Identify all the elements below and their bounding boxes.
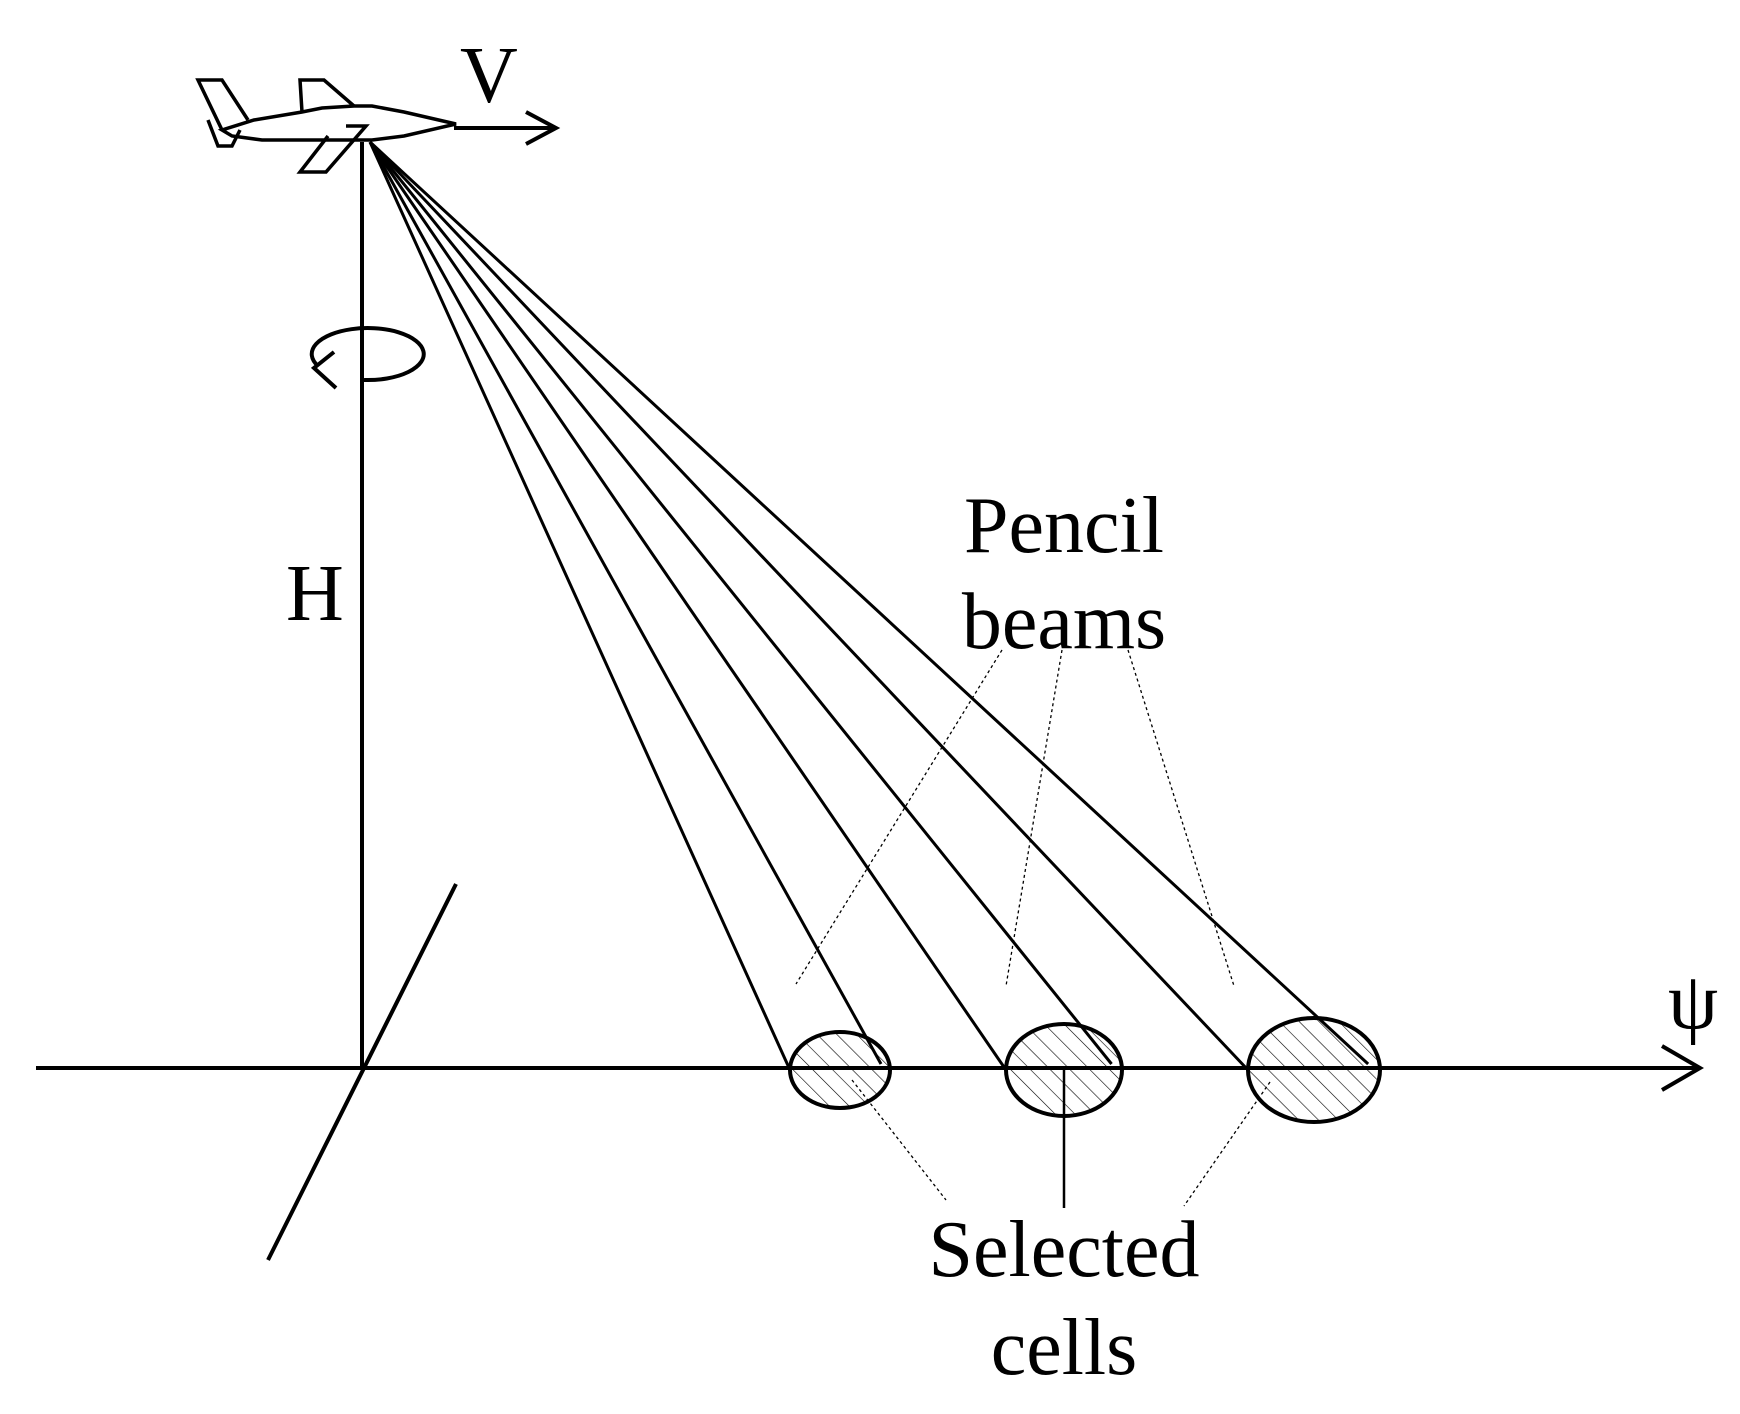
selected-cells	[788, 1016, 1382, 1124]
pencil-beam-line-2	[368, 141, 883, 1065]
selected-cells-label-line-2: cells	[991, 1304, 1138, 1392]
pencil-beams-label-line-1: Pencil	[964, 482, 1164, 570]
selected-cell-3	[1246, 1016, 1382, 1124]
pencil-beam-line-6	[368, 140, 1370, 1066]
selected-cells-leader-1	[851, 1079, 947, 1201]
velocity-arrow	[454, 110, 561, 146]
height-label: H	[286, 550, 344, 638]
pencil-beam-line-3	[368, 141, 1008, 1071]
aircraft-icon	[195, 78, 457, 174]
pencil-beams-label-line-2: beams	[962, 578, 1166, 666]
selected-cell-1	[788, 1030, 892, 1110]
selected-cells-label-line-1: Selected	[929, 1206, 1200, 1294]
velocity-label: V	[460, 32, 518, 120]
pencil-beams-leader-3	[1127, 649, 1235, 987]
ground-axis-arrowhead	[1660, 1044, 1704, 1092]
pencil-beams-leader-2	[1005, 649, 1063, 987]
oblique-axis	[266, 883, 458, 1261]
leader-lines	[795, 649, 1271, 1208]
pencil-beams	[368, 140, 1370, 1072]
rotation-arrow-icon	[309, 326, 426, 390]
azimuth-label: ψ	[1668, 958, 1718, 1046]
selected-cells-leader-3	[1183, 1081, 1271, 1207]
pencil-beam-line-4	[368, 141, 1113, 1065]
pencil-beam-line-1	[368, 141, 792, 1071]
pencil-beam-line-5	[368, 140, 1250, 1072]
